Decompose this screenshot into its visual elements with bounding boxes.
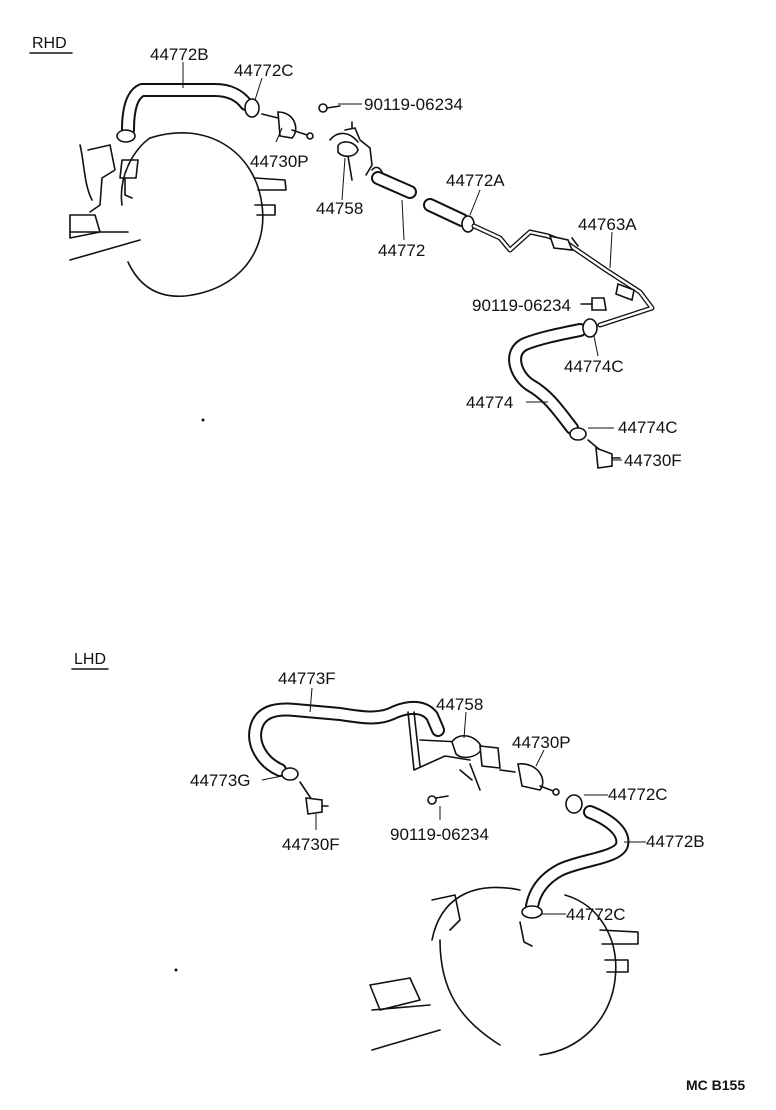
rhd-hose-44772 <box>371 166 417 199</box>
lhd-label-44773F: 44773F <box>278 669 336 688</box>
rhd-section-label: RHD <box>32 35 67 52</box>
lhd-label-44773G: 44773G <box>190 771 251 790</box>
lhd-clamp-44772C-b <box>521 905 543 919</box>
lhd-valve-44730F <box>299 781 329 815</box>
rhd-bolt-90119b <box>581 297 607 311</box>
lhd-label-44772C-a: 44772C <box>608 785 668 804</box>
rhd-valve-44730F <box>587 439 621 469</box>
rhd-clamp-44772C <box>244 98 260 118</box>
lhd-label-44758: 44758 <box>436 695 483 714</box>
lhd-label-90119: 90119-06234 <box>390 825 489 844</box>
rhd-section: RHD <box>29 35 682 470</box>
rhd-label-44730P: 44730P <box>250 152 309 171</box>
rhd-label-44774C-a: 44774C <box>564 357 624 376</box>
rhd-leader-lines <box>182 62 622 461</box>
figure-code: MC B155 <box>686 1077 745 1093</box>
lhd-clamp-44773G <box>281 767 299 781</box>
rhd-bracket-44758 <box>318 103 373 181</box>
lhd-label-44772B: 44772B <box>646 832 705 851</box>
rhd-label-44772C: 44772C <box>234 61 294 80</box>
lhd-hose-44773F <box>248 700 445 777</box>
rhd-hose-44772B <box>121 83 253 137</box>
rhd-clamp-44774C-a <box>582 318 598 338</box>
rhd-hose-44774 <box>508 323 587 435</box>
rhd-label-90119-a: 90119-06234 <box>364 95 463 114</box>
rhd-label-44772: 44772 <box>378 241 425 260</box>
lhd-clamp-44772C-a <box>565 794 583 814</box>
rhd-label-44758: 44758 <box>316 199 363 218</box>
lhd-bolt-90119 <box>427 795 449 805</box>
rhd-hose-44772A <box>423 198 475 233</box>
rhd-label-44763A: 44763A <box>578 215 637 234</box>
rhd-brake-booster <box>69 132 287 298</box>
rhd-label-44772A: 44772A <box>446 171 505 190</box>
lhd-label-44772C-b: 44772C <box>566 905 626 924</box>
scan-speck <box>174 968 178 972</box>
rhd-label-90119-b: 90119-06234 <box>472 296 571 315</box>
scan-speck <box>201 418 205 422</box>
lhd-brake-booster <box>369 886 639 1056</box>
rhd-check-valve-44730P <box>261 111 314 140</box>
rhd-label-44774: 44774 <box>466 393 513 412</box>
lhd-label-44730F: 44730F <box>282 835 340 854</box>
lhd-section: LHD <box>71 651 705 1056</box>
rhd-label-44774C-b: 44774C <box>618 418 678 437</box>
rhd-label-44730F: 44730F <box>624 451 682 470</box>
lhd-bracket-44758 <box>407 711 501 791</box>
rhd-clamp-44774C-b <box>569 427 587 441</box>
rhd-label-44772B: 44772B <box>150 45 209 64</box>
lhd-check-valve-44730P <box>499 763 560 796</box>
rhd-clamp-lower <box>116 129 136 143</box>
lhd-leader-lines <box>261 687 646 915</box>
lhd-label-44730P: 44730P <box>512 733 571 752</box>
lhd-hose-44772B <box>525 805 630 913</box>
rhd-pipe-44763A <box>471 223 655 328</box>
lhd-section-label: LHD <box>74 651 106 668</box>
